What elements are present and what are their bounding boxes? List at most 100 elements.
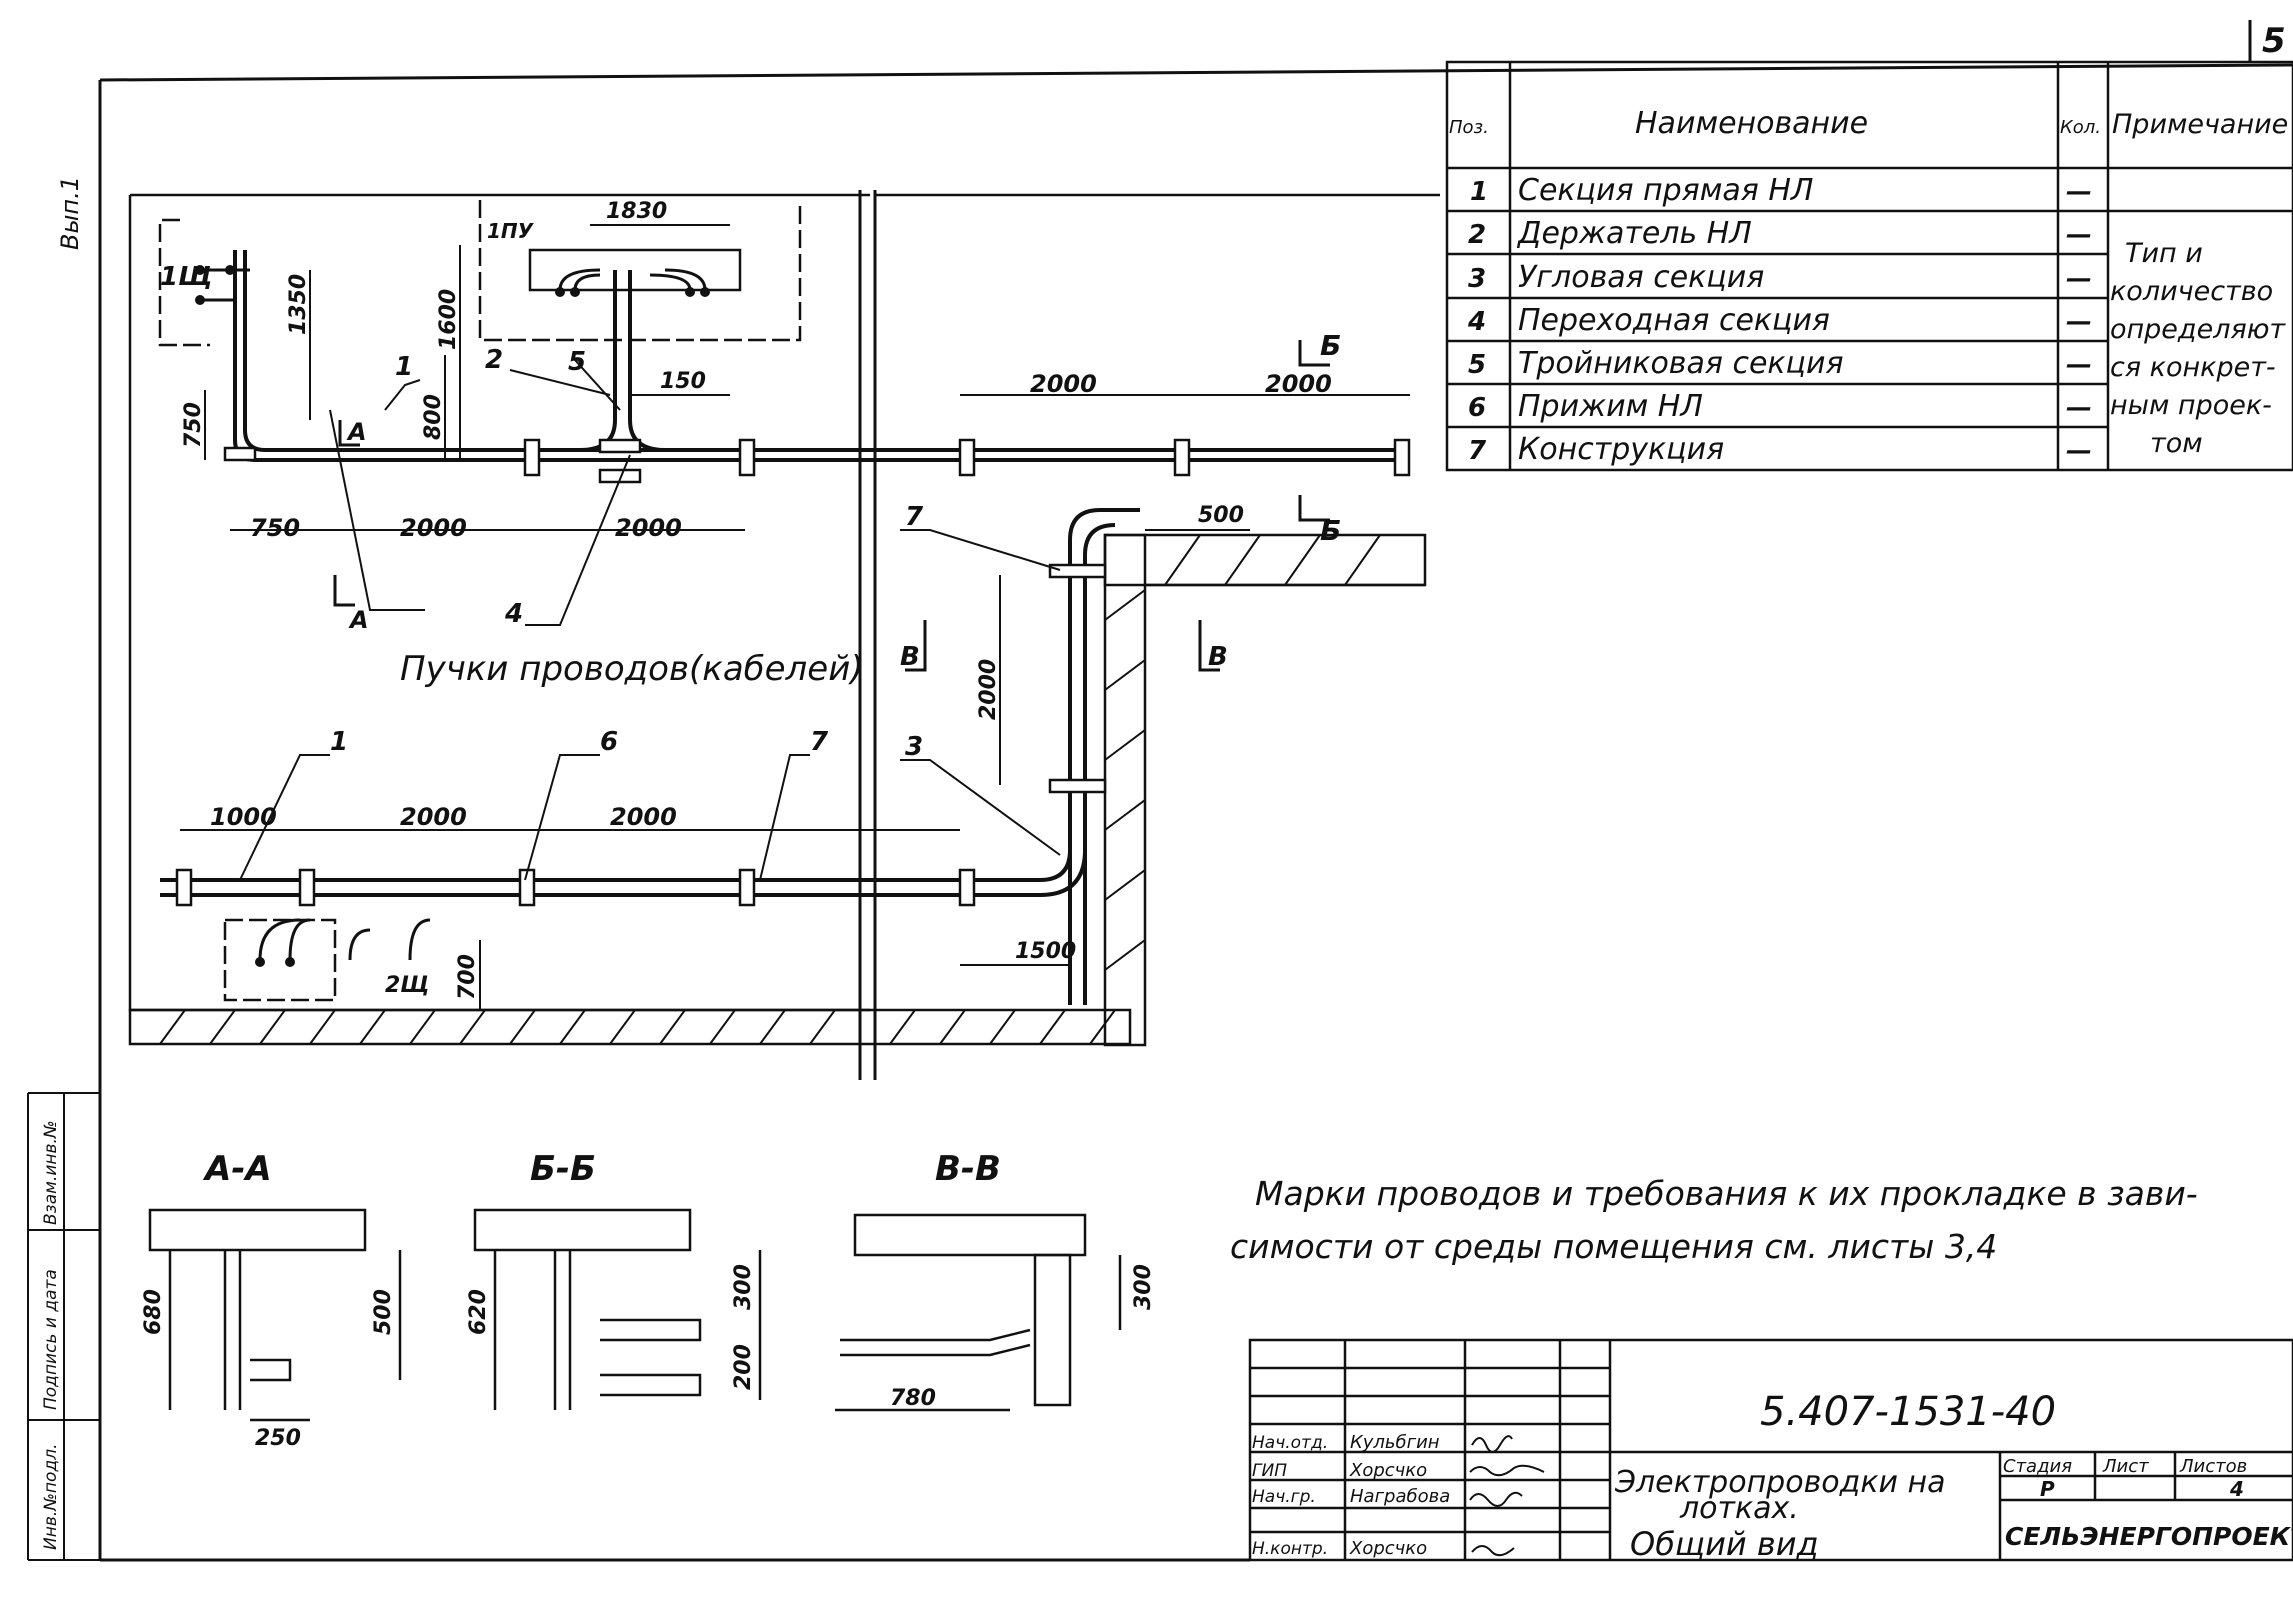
pos-label-7-lower: 7: [810, 727, 829, 757]
pos-label-1-lower: 1: [330, 727, 348, 757]
role-label: ГИП: [1252, 1461, 1287, 1481]
spec-note: Тип и количество определяют ся конкрет- …: [2110, 238, 2286, 459]
plan-view: [128, 190, 1440, 1080]
spec-name: Держатель НЛ: [1516, 216, 1752, 251]
spec-row: 1 Секция прямая НЛ —: [1470, 173, 2092, 208]
sheet-frame: [27, 20, 2293, 1562]
pos-label-2: 2: [485, 345, 503, 375]
section-bb-title: Б-Б: [530, 1149, 596, 1189]
spec-header-name: Наименование: [1635, 106, 1868, 141]
position-labels: 1 2 5 4 1 6 7 7 3: [330, 345, 924, 762]
section-bb: [473, 1208, 762, 1410]
general-note-line1: Марки проводов и требования к их проклад…: [1255, 1174, 2198, 1213]
signature-rows: Нач.отд. Кульбгин ГИП Хорсчко Нач.гр. На…: [1252, 1432, 1450, 1559]
spec-qty: —: [2066, 177, 2092, 207]
dim-500: 500: [1198, 503, 1244, 528]
dimension-lines: [180, 224, 1410, 1010]
spec-note-line: определяют: [2110, 314, 2286, 345]
dim-2000-e: 2000: [400, 803, 467, 831]
spec-pos: 3: [1468, 264, 1486, 294]
spec-note-line: ным проек-: [2110, 390, 2272, 421]
spec-header-qty: Кол.: [2060, 117, 2101, 138]
spec-name: Прижим НЛ: [1518, 389, 1703, 424]
dim-750: 750: [250, 514, 300, 542]
person-name: Награбова: [1350, 1486, 1450, 1507]
org-name: СЕЛЬЭНЕРГОПРОЕКТ: [2005, 1522, 2293, 1551]
spec-header-note: Примечание: [2112, 109, 2288, 140]
tray-fixings: [175, 438, 1411, 907]
section-aa: [148, 1208, 402, 1422]
spec-qty: —: [2066, 264, 2092, 294]
spec-name: Конструкция: [1518, 432, 1724, 467]
spec-pos: 7: [1468, 436, 1487, 466]
spec-note-line: количество: [2110, 276, 2273, 307]
dim-800: 800: [421, 394, 446, 440]
panel-1pu-label: 1ПУ: [487, 219, 535, 243]
spec-name: Секция прямая НЛ: [1518, 173, 1813, 208]
panel-1shch-label: 1Щ: [160, 262, 213, 292]
role-label: Нач.отд.: [1252, 1433, 1328, 1453]
section-marks: [333, 340, 1330, 672]
spec-pos: 1: [1470, 177, 1488, 207]
dim-1350: 1350: [286, 274, 311, 335]
person-name: Хорсчко: [1349, 1460, 1427, 1481]
spec-pos: 6: [1468, 393, 1486, 423]
strip-sign-label: Подпись и дата: [41, 1269, 61, 1410]
spec-pos: 4: [1467, 307, 1486, 337]
side-label: Вып.1: [56, 176, 84, 250]
pos-label-3: 3: [905, 732, 923, 762]
section-aa-250: 250: [255, 1426, 301, 1451]
section-bb-300: 300: [731, 1264, 756, 1310]
spec-note-line: ся конкрет-: [2110, 352, 2276, 383]
dim-700: 700: [455, 954, 480, 1000]
pos-label-7-upper: 7: [905, 502, 924, 532]
section-mark-a-top: А: [346, 418, 367, 446]
spec-qty: —: [2066, 307, 2092, 337]
section-bb-620: 620: [466, 1289, 491, 1335]
dim-2000-f: 2000: [610, 803, 677, 831]
sheet-number: 5: [2262, 21, 2286, 61]
panels: [158, 200, 802, 1002]
spec-note-line: Тип и: [2125, 238, 2203, 269]
spec-row: 3 Угловая секция —: [1468, 260, 2092, 295]
person-name: Кульбгин: [1350, 1432, 1440, 1453]
title-line3: Общий вид: [1630, 1525, 1819, 1563]
title-block-grid: [1248, 1338, 2293, 1562]
strip-replace-label: Взам.инв.№: [41, 1120, 61, 1225]
section-bb-200: 200: [731, 1344, 756, 1390]
spec-qty: —: [2066, 220, 2092, 250]
wall-hatching: [159, 534, 1381, 1045]
signature-scribbles: [1469, 1435, 1545, 1557]
spec-pos: 2: [1468, 220, 1486, 250]
strip-inv-label: Инв.№подл.: [41, 1444, 61, 1550]
section-aa-680: 680: [141, 1289, 166, 1335]
spec-qty: —: [2066, 436, 2092, 466]
person-name: Хорсчко: [1349, 1538, 1427, 1559]
stage-value: Р: [2040, 1477, 2055, 1501]
title-line1: Электропроводки на: [1614, 1465, 1946, 1500]
pos-label-4: 4: [504, 599, 523, 629]
role-label: Нач.гр.: [1252, 1487, 1316, 1507]
spec-row: 4 Переходная секция —: [1467, 303, 2092, 338]
section-mark-a-bottom: А: [348, 606, 369, 634]
spec-name: Переходная секция: [1518, 303, 1830, 338]
dim-1500: 1500: [1015, 939, 1076, 964]
dim-750-side: 750: [181, 402, 206, 448]
section-mark-b-bottom: Б: [1320, 514, 1341, 547]
pos-label-6: 6: [600, 727, 618, 757]
dim-2000-b: 2000: [615, 514, 682, 542]
section-mark-v-left: В: [900, 642, 920, 672]
title-code: 5.407-1531-40: [1760, 1389, 2056, 1435]
spec-qty: —: [2066, 393, 2092, 423]
spec-pos: 5: [1468, 350, 1486, 380]
spec-header-pos: Поз.: [1449, 117, 1489, 138]
section-aa-500: 500: [371, 1289, 396, 1335]
sheet-header: Лист: [2102, 1456, 2149, 1477]
section-mark-letters: А А Б Б В В: [346, 329, 1341, 672]
title-line2: лотках.: [1679, 1491, 1799, 1526]
spec-row: 5 Тройниковая секция —: [1468, 346, 2092, 381]
spec-name: Угловая секция: [1518, 260, 1764, 295]
section-aa-title: А-А: [202, 1149, 272, 1189]
general-note-line2: симости от среды помещения см. листы 3,4: [1230, 1227, 1997, 1266]
